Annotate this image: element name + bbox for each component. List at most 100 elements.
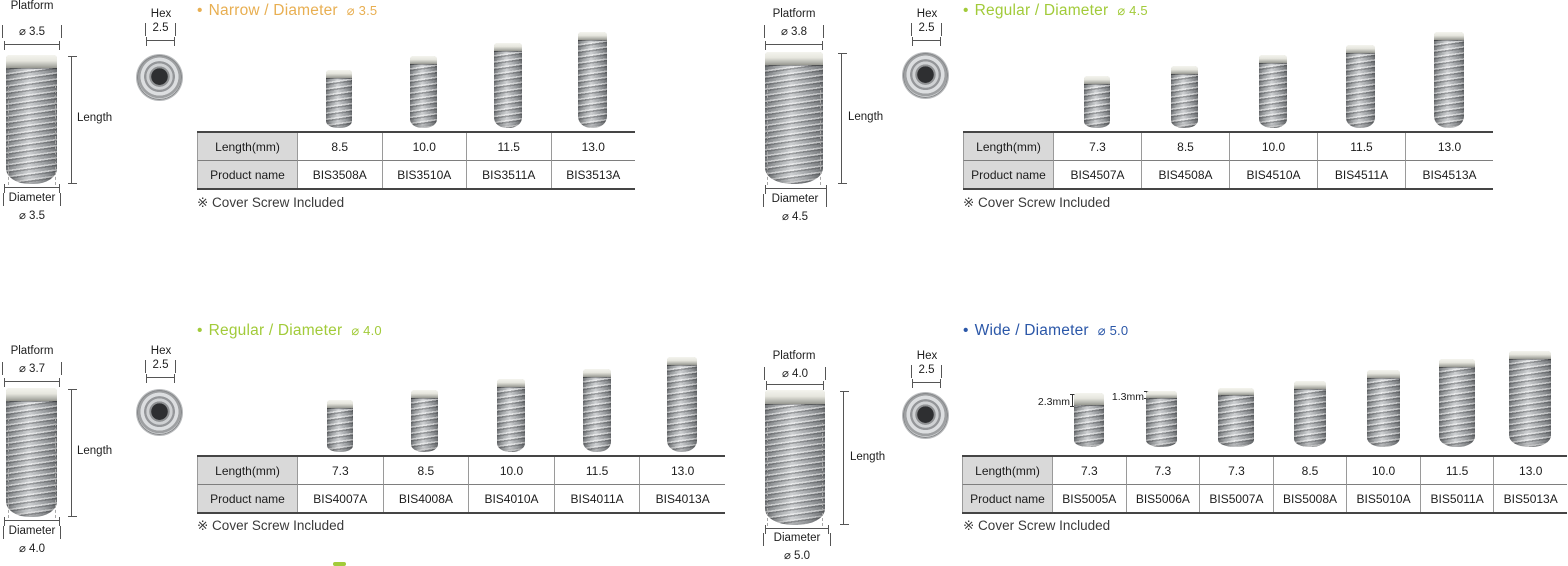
platform-label: Platform xyxy=(10,345,54,357)
bullet-icon: • xyxy=(963,2,969,19)
hex-label: Hex xyxy=(916,350,938,362)
table-cell: 10.0 xyxy=(1229,133,1317,161)
table-cell: BIS4011A xyxy=(553,485,640,512)
dotted-guide-left xyxy=(8,85,9,185)
table-cell: 8.5 xyxy=(382,457,469,485)
section-narrow-3-5: Platform ⌀ 3.5 Length Diameter ⌀ 3.5 Hex… xyxy=(0,0,808,280)
implant-figure xyxy=(1259,55,1287,128)
table-cell: BIS4511A xyxy=(1317,161,1405,188)
hex-top-view-icon xyxy=(903,53,948,98)
dotted-guide-left xyxy=(8,418,9,518)
section-title: •Wide / Diameter⌀ 5.0 xyxy=(963,322,1128,340)
table-row-header: Length(mm) xyxy=(197,133,297,161)
table-cell: BIS5011A xyxy=(1419,485,1494,512)
platform-label: Platform xyxy=(772,8,816,20)
bullet-icon: • xyxy=(197,322,203,339)
implant-figure xyxy=(1084,76,1110,128)
platform-value: ⌀ 3.8 xyxy=(764,24,824,38)
table-cell: 7.3 xyxy=(1199,457,1273,485)
table-row-header: Product name xyxy=(963,161,1053,188)
table-cell: 7.3 xyxy=(1053,133,1141,161)
diameter-label: Diameter xyxy=(763,193,827,207)
length-measure-line xyxy=(68,389,77,517)
length-measure-line xyxy=(838,53,847,184)
table-cell: BIS3508A xyxy=(297,161,382,188)
implant-figure xyxy=(327,400,353,452)
spec-table: Length(mm) 7.3 8.5 10.0 11.5 13.0 Produc… xyxy=(963,131,1493,190)
hex-size: 2.5 xyxy=(145,359,176,373)
table-cell: BIS5007A xyxy=(1199,485,1273,512)
bullet-icon: • xyxy=(963,322,969,339)
dotted-guide-left xyxy=(767,423,768,526)
platform-measure-line xyxy=(4,41,60,50)
collar-height-annotation: 2.3mm xyxy=(1037,396,1070,408)
table-cell: BIS5013A xyxy=(1493,485,1567,512)
table-cell: BIS4013A xyxy=(639,485,725,512)
hex-top-view-icon xyxy=(137,55,182,100)
implant-figure xyxy=(1074,393,1104,447)
implant-figure xyxy=(578,32,607,128)
table-cell: BIS3513A xyxy=(550,161,635,188)
length-label: Length xyxy=(77,112,113,124)
implant-illustration xyxy=(765,390,825,525)
bullet-icon: • xyxy=(197,2,203,19)
table-row-header: Length(mm) xyxy=(963,133,1053,161)
hex-top-view-icon xyxy=(903,393,948,438)
table-cell: BIS5010A xyxy=(1346,485,1420,512)
implant-illustration xyxy=(765,52,823,184)
spec-table: Length(mm) 7.3 8.5 10.0 11.5 13.0 Produc… xyxy=(197,455,725,514)
section-title: •Narrow / Diameter⌀ 3.5 xyxy=(197,2,377,20)
table-cell: BIS5006A xyxy=(1125,485,1200,512)
hex-label: Hex xyxy=(150,8,172,20)
partial-next-section-bullet xyxy=(333,562,346,566)
diameter-measure-line xyxy=(4,517,60,526)
dotted-guide-right xyxy=(822,423,823,526)
table-cell: 7.3 xyxy=(1052,457,1126,485)
table-cell: 13.0 xyxy=(1493,457,1567,485)
table-cell: BIS4010A xyxy=(468,485,554,512)
implant-figure xyxy=(667,357,697,452)
hex-label: Hex xyxy=(150,345,172,357)
length-measure-line xyxy=(68,56,77,184)
platform-measure-line xyxy=(765,41,823,50)
section-title-size: ⌀ 3.5 xyxy=(346,3,378,18)
diameter-label: Diameter xyxy=(3,192,61,206)
table-cell: 7.3 xyxy=(297,457,383,485)
table-cell: 8.5 xyxy=(1141,133,1229,161)
section-title: • Regular / Diameter ⌀ 4.5 xyxy=(963,2,1148,20)
implant-figure xyxy=(1294,381,1326,447)
section-title-text: Regular / Diameter xyxy=(974,2,1109,19)
table-cell: BIS4008A xyxy=(382,485,469,512)
table-row-header: Product name xyxy=(197,161,297,188)
implant-figure xyxy=(1509,351,1551,447)
cover-screw-note: ※ Cover Screw Included xyxy=(963,518,1111,533)
table-row-header: Length(mm) xyxy=(197,457,297,485)
diameter-value: ⌀ 4.5 xyxy=(781,211,809,223)
table-cell: 8.5 xyxy=(1272,457,1347,485)
hex-label: Hex xyxy=(916,8,938,20)
table-cell: 13.0 xyxy=(550,133,635,161)
table-cell: BIS4508A xyxy=(1141,161,1229,188)
cover-screw-note: ※ Cover Screw Included xyxy=(963,195,1111,210)
length-measure-line xyxy=(840,391,849,525)
table-cell: BIS5005A xyxy=(1052,485,1126,512)
table-cell: 10.0 xyxy=(468,457,554,485)
implant-figure xyxy=(1146,391,1177,447)
section-title-size: ⌀ 4.5 xyxy=(1117,3,1148,18)
hex-measure-line xyxy=(146,37,175,46)
table-cell: 10.0 xyxy=(1346,457,1420,485)
table-cell: 7.3 xyxy=(1125,457,1200,485)
platform-measure-line xyxy=(4,378,60,387)
dotted-guide-left xyxy=(767,85,768,185)
hex-measure-line xyxy=(146,374,175,383)
section-regular-4-0: •Regular / Diameter⌀ 4.0 Platform ⌀ 3.7 … xyxy=(0,320,808,566)
table-cell: BIS4007A xyxy=(297,485,383,512)
diameter-measure-line xyxy=(765,185,827,194)
hex-top-view-icon xyxy=(137,390,182,435)
spec-table: Length(mm) 7.3 7.3 7.3 8.5 10.0 11.5 13.… xyxy=(962,455,1567,514)
implant-illustration xyxy=(6,388,57,517)
implant-figure xyxy=(411,390,438,452)
section-title-size: ⌀ 4.0 xyxy=(351,323,382,338)
hex-measure-line xyxy=(912,37,941,46)
